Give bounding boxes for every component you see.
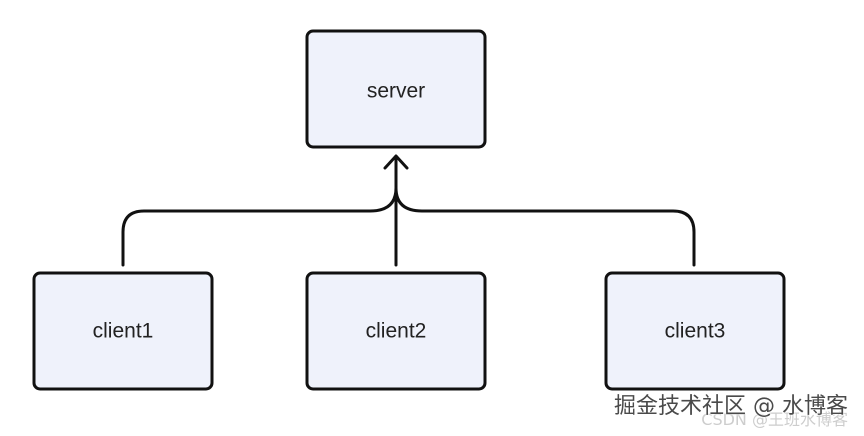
connectors: [121, 154, 696, 267]
client2-label: client2: [366, 320, 427, 343]
connector-client1-server: [121, 186, 398, 267]
server-label: server: [367, 80, 425, 103]
server-node: server: [305, 29, 487, 149]
client1-box: [32, 271, 214, 391]
server-box: [305, 29, 487, 149]
client2-node: client2: [305, 271, 487, 391]
client3-box: [604, 271, 786, 391]
client1-node: client1: [32, 271, 214, 391]
client3-node: client3: [604, 271, 786, 391]
client1-label: client1: [93, 320, 154, 343]
connector-client3-server: [394, 186, 696, 267]
arrowhead-icon: [383, 154, 409, 170]
csdn-watermark: CSDN @王班水博客: [701, 410, 848, 429]
client3-label: client3: [665, 320, 726, 343]
juejin-watermark: 掘金技术社区 @ 水博客: [614, 394, 848, 419]
client2-box: [305, 271, 487, 391]
